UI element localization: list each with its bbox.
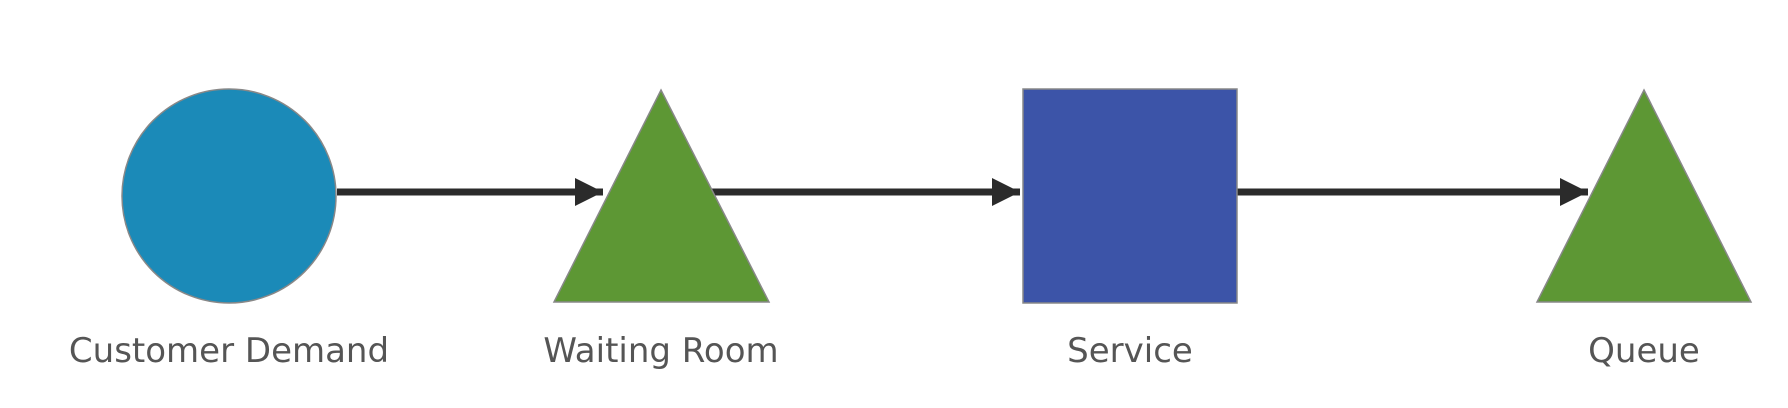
waiting-room-label: Waiting Room: [543, 331, 778, 371]
customer-demand-circle: [121, 88, 337, 304]
waiting-room-triangle: [552, 88, 771, 303]
customer-demand-label: Customer Demand: [69, 331, 389, 371]
queue-triangle: [1535, 88, 1753, 303]
service-label: Service: [1067, 331, 1193, 371]
queue-label: Queue: [1588, 331, 1700, 371]
service-square: [1022, 88, 1238, 304]
